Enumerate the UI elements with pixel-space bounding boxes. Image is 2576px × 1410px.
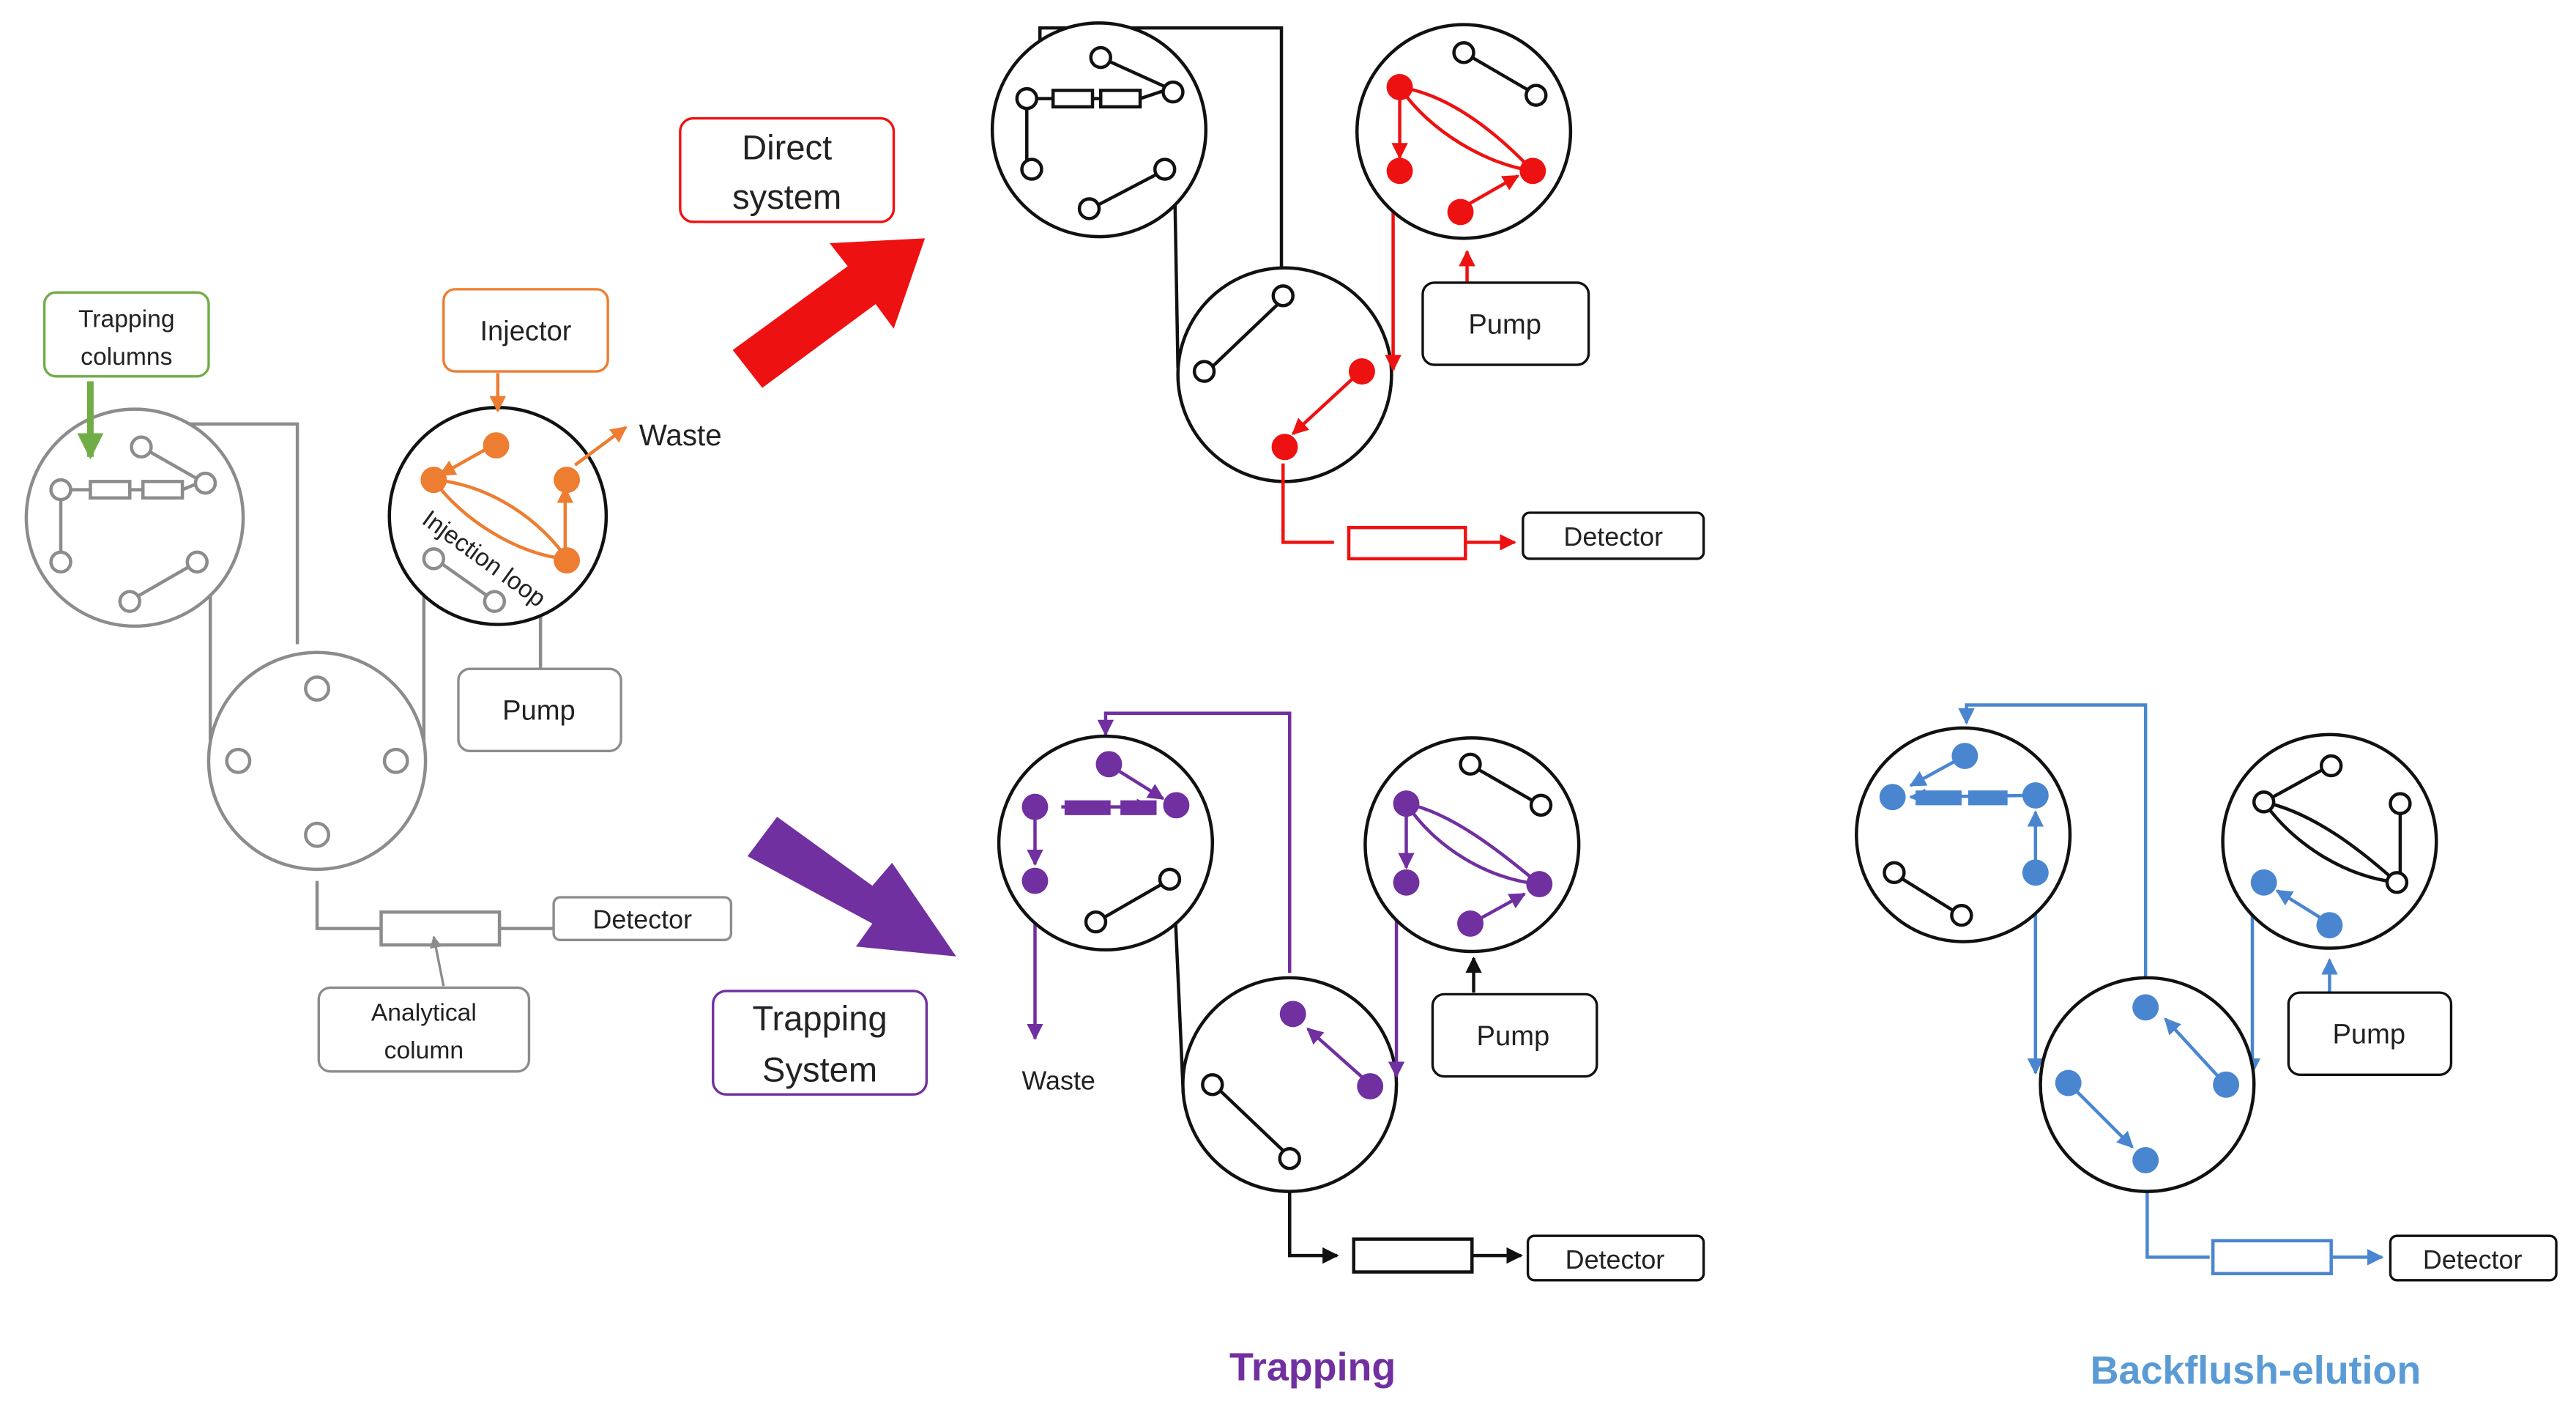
overview-diagram: Injection loop Trapping columns Injector… <box>24 288 733 1073</box>
backflush-pump-box <box>2287 991 2453 1076</box>
overview-detector-label: Detector <box>592 905 692 935</box>
trapping-detector-box <box>1526 1234 1705 1282</box>
analytical-column-box <box>317 986 531 1073</box>
direct-system-diagram: Direct system <box>679 21 1705 561</box>
trapping-system-label-line1: Trapping <box>752 999 887 1038</box>
trapping-waste-label: Waste <box>1022 1066 1095 1096</box>
overview-trap-column-2 <box>141 480 185 500</box>
overview-switching-valve <box>206 650 428 872</box>
direct-system-label-line2: system <box>732 177 841 216</box>
overview-trapping-valve <box>24 407 245 628</box>
backflush-diagram: Pump Detector Backflush-elution <box>1855 703 2558 1392</box>
direct-pump-box <box>1421 281 1590 366</box>
trapping-columns-box <box>42 291 210 378</box>
overview-analytical-column <box>379 910 502 947</box>
overview-trap-column-1 <box>89 480 132 500</box>
direct-detector-label: Detector <box>1563 522 1663 552</box>
injector-box <box>442 288 609 373</box>
trapping-caption: Trapping <box>1229 1346 1396 1389</box>
trapping-columns-label-line2: columns <box>81 344 172 371</box>
trapping-system-arrow <box>747 817 956 957</box>
trapping-system-diagram: Trapping System Waste <box>712 711 1705 1389</box>
trapping-system-label-line2: System <box>762 1050 877 1088</box>
overview-waste-label: Waste <box>639 418 722 452</box>
analytical-column-label-line2: column <box>384 1037 464 1064</box>
direct-system-label-line1: Direct <box>742 128 832 167</box>
trapping-columns-label-line1: Trapping <box>78 305 175 333</box>
direct-pump-label: Pump <box>1468 308 1541 340</box>
trapping-pump-box <box>1431 992 1598 1078</box>
direct-detector-box <box>1522 511 1705 560</box>
backflush-detector-box <box>2389 1234 2558 1282</box>
direct-system-arrow <box>732 238 926 388</box>
overview-pump-label: Pump <box>502 695 576 727</box>
overview-pump-box <box>457 667 622 753</box>
backflush-caption: Backflush-elution <box>2091 1348 2421 1392</box>
analytical-column-label-line1: Analytical <box>371 999 477 1026</box>
trapping-system-box <box>712 990 928 1096</box>
overview-detector-box <box>552 896 733 942</box>
backflush-pump-label: Pump <box>2332 1019 2405 1050</box>
injector-label: Injector <box>480 315 571 346</box>
direct-system-box <box>679 116 896 223</box>
backflush-detector-label: Detector <box>2423 1245 2523 1274</box>
trapping-pump-label: Pump <box>1477 1020 1550 1052</box>
trapping-detector-label: Detector <box>1566 1245 1665 1274</box>
